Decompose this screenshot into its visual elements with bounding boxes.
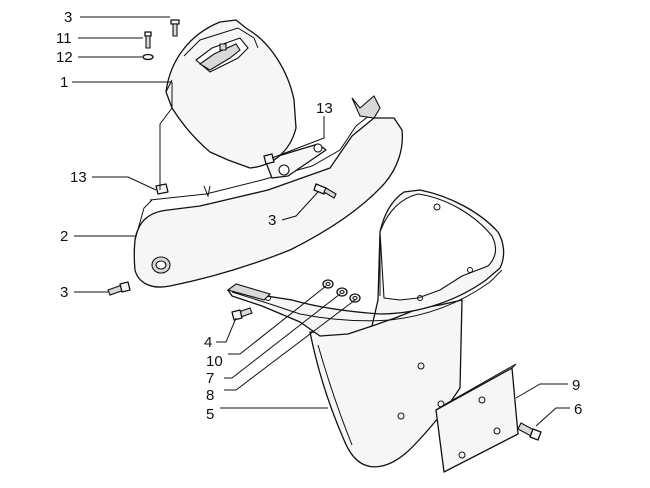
callout-5: 5 <box>206 406 214 423</box>
callout-3-left: 3 <box>60 284 68 301</box>
callout-labels: 3 11 12 1 13 13 3 2 3 4 10 7 8 5 9 6 <box>56 9 582 423</box>
callout-8: 8 <box>206 387 214 404</box>
callout-11: 11 <box>56 30 72 47</box>
callout-1: 1 <box>60 74 68 91</box>
part-6-screw <box>517 422 542 441</box>
callout-4: 4 <box>204 334 212 351</box>
part-11-screw <box>144 31 152 49</box>
callout-12: 12 <box>56 49 73 66</box>
leader-13-left <box>92 176 157 191</box>
part-3-screw-left <box>107 281 131 296</box>
leader-7 <box>224 293 341 379</box>
callout-13-right: 13 <box>316 100 333 117</box>
part-13-nut-left <box>155 183 169 195</box>
plate-hole-2 <box>478 396 486 404</box>
leader-6 <box>535 407 570 427</box>
mount-hole-2 <box>397 412 405 420</box>
bracket-hole <box>278 164 290 176</box>
leader-3-mid <box>281 191 319 221</box>
part-5-lower-shell <box>309 299 463 468</box>
plate-hole-3 <box>493 427 501 435</box>
leader-4 <box>216 317 237 343</box>
callout-10: 10 <box>206 353 223 370</box>
leader-9 <box>515 383 568 399</box>
mount-hole-1 <box>417 362 425 370</box>
part-4-screw <box>231 307 253 321</box>
part-12-washer <box>142 53 154 61</box>
callout-6: 6 <box>574 401 582 418</box>
callout-13-left: 13 <box>70 169 87 186</box>
plate-hole-4 <box>458 451 466 459</box>
part-13-nut-right <box>263 153 275 165</box>
leader-10 <box>228 285 327 355</box>
leader-13-right <box>271 116 325 159</box>
callout-3-mid: 3 <box>268 212 276 229</box>
callout-7: 7 <box>206 370 214 387</box>
tub-hole-2 <box>467 267 473 273</box>
part-9-plate <box>435 363 519 473</box>
leader-1-nut <box>159 82 173 190</box>
tub-hole-1 <box>433 203 441 211</box>
part-8-nut <box>349 293 361 303</box>
plate-hole-1 <box>437 400 445 408</box>
callout-9: 9 <box>572 377 580 394</box>
part-2-side-cover <box>133 95 404 288</box>
callout-2: 2 <box>60 228 68 245</box>
part-1-handle-cover <box>165 19 297 169</box>
callout-3-top: 3 <box>64 9 72 26</box>
part-3-screw-top <box>170 19 180 37</box>
tub-hole-3 <box>417 295 423 301</box>
part-3-screw-mid <box>313 183 337 199</box>
leader-8 <box>224 299 356 391</box>
part-5-tub <box>226 189 505 337</box>
leader-lines <box>72 16 570 427</box>
